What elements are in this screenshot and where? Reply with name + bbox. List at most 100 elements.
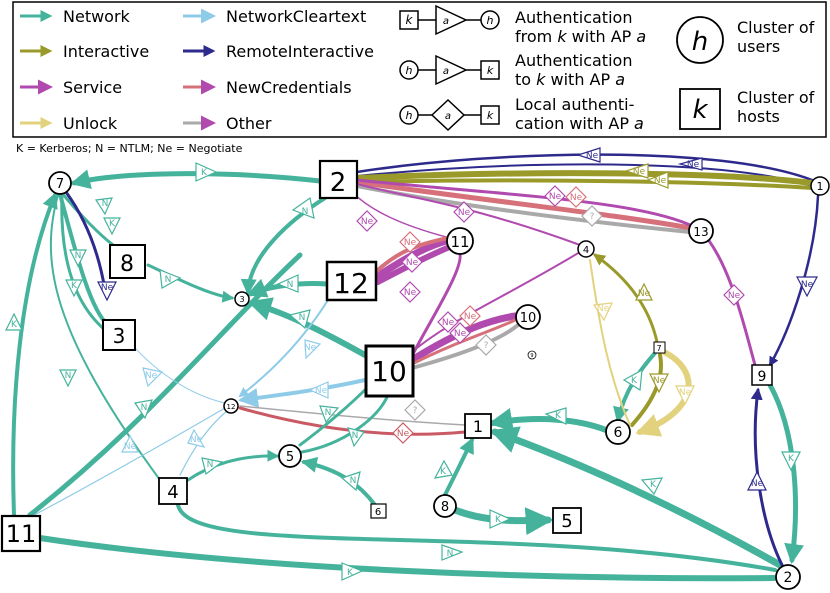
marker-newcred-negotiate: Ne	[565, 186, 587, 208]
marker-unlock-negotiate: Ne	[675, 385, 695, 406]
legend-label: NewCredentials	[226, 78, 352, 97]
svg-text:N: N	[302, 207, 309, 217]
host-node-11[interactable]: 11	[0, 514, 42, 553]
marker-network-ntlm: N	[276, 274, 299, 293]
marker-remote-negotiate: Ne	[576, 147, 601, 163]
host-node-2[interactable]: 2	[318, 159, 359, 200]
marker-remote-negotiate: Ne	[796, 276, 818, 298]
svg-text:9: 9	[758, 369, 767, 385]
svg-text:Ne: Ne	[361, 217, 374, 227]
marker-service-negotiate: Ne	[437, 311, 459, 333]
edge-newcredentials	[410, 318, 517, 366]
svg-text:5: 5	[561, 511, 572, 532]
marker-unlock-negotiate: Ne	[592, 302, 613, 322]
svg-text:Ne: Ne	[464, 312, 477, 322]
auth-protocol-triangle-icon	[435, 54, 468, 86]
svg-text:cation with AP a: cation with AP a	[515, 114, 644, 133]
svg-text:Ne: Ne	[570, 193, 583, 203]
host-node-5[interactable]: 5	[552, 507, 582, 534]
host-node-6[interactable]: 6	[370, 503, 387, 519]
host-node-9[interactable]: 9	[751, 364, 773, 386]
user-node-10[interactable]: 10	[515, 304, 541, 330]
svg-text:Ne: Ne	[304, 343, 317, 353]
edge-network	[300, 456, 377, 507]
marker-network-ntlm: N	[201, 457, 224, 476]
marker-network-ntlm: N	[340, 471, 361, 492]
svg-text:N: N	[299, 313, 306, 323]
svg-text:1: 1	[817, 180, 824, 193]
svg-text:Ne: Ne	[633, 167, 646, 177]
user-node-7[interactable]: 7	[48, 171, 72, 195]
svg-text:a: a	[443, 16, 449, 27]
host-node-8[interactable]: 8	[109, 244, 146, 279]
host-node-7[interactable]: 7	[653, 341, 666, 354]
marker-interactive-negotiate: Ne	[624, 163, 649, 179]
user-node-11[interactable]: 11	[446, 227, 474, 255]
svg-text:K: K	[788, 454, 795, 464]
legend-item-networkcleartext: NetworkCleartext	[183, 7, 366, 26]
svg-text:k: k	[406, 13, 414, 27]
marker-network-kerberos: K	[195, 162, 218, 182]
edge-network	[60, 191, 115, 247]
legend-item-interactive: Interactive	[20, 42, 149, 61]
svg-text:N: N	[75, 251, 82, 261]
svg-text:10: 10	[371, 355, 407, 388]
svg-text:K: K	[631, 376, 638, 386]
svg-text:K: K	[555, 411, 562, 421]
edge-service	[410, 248, 462, 358]
legend-glyph-to-host: h a k Authentication to k with AP a	[399, 51, 632, 89]
svg-text:N: N	[65, 371, 72, 381]
svg-text:Ne: Ne	[654, 176, 667, 186]
svg-text:h: h	[406, 64, 413, 77]
marker-network-ntlm: N	[441, 544, 464, 561]
svg-text:Cluster of: Cluster of	[737, 18, 815, 37]
user-node-9[interactable]: 9	[527, 350, 537, 360]
user-node-13[interactable]: 13	[688, 218, 714, 244]
legend-glyph-local: h a k Local authenti- cation with AP a	[399, 95, 644, 133]
legend-label: Unlock	[63, 114, 118, 133]
user-node-4[interactable]: 4	[577, 240, 595, 258]
legend-label: NetworkCleartext	[226, 7, 366, 26]
legend-label: Service	[63, 78, 122, 97]
svg-text:N: N	[447, 549, 454, 559]
marker-other-unknown: ?	[475, 334, 497, 356]
host-node-3[interactable]: 3	[102, 319, 136, 351]
svg-text:N: N	[165, 275, 172, 285]
legend-glyph-from-host: k a h Authentication from k with AP a	[399, 4, 646, 46]
user-node-8[interactable]: 8	[433, 494, 457, 518]
marker-cleartext-negotiate: Ne	[142, 367, 164, 388]
host-node-10[interactable]: 10	[364, 344, 415, 398]
user-node-1[interactable]: 1	[810, 176, 830, 196]
user-node-3[interactable]: 3	[234, 291, 250, 307]
marker-network-ntlm: N	[291, 196, 315, 219]
svg-text:11: 11	[6, 520, 37, 548]
host-node-1[interactable]: 1	[464, 413, 492, 439]
svg-text:6: 6	[614, 425, 623, 441]
user-node-2[interactable]: 2	[775, 564, 801, 590]
marker-interactive-negotiate: Ne	[635, 282, 653, 301]
marker-cleartext-negotiate: Ne	[304, 339, 322, 360]
edge-network	[443, 437, 474, 497]
marker-network-kerberos: K	[65, 279, 83, 298]
svg-text:8: 8	[441, 500, 449, 515]
svg-text:Authentication: Authentication	[515, 8, 632, 27]
host-node-12[interactable]: 12	[325, 260, 378, 302]
svg-text:K: K	[495, 515, 502, 525]
svg-text:Ne: Ne	[397, 429, 410, 439]
host-node-4[interactable]: 4	[158, 477, 188, 505]
svg-text:Ne: Ne	[101, 283, 114, 293]
user-node-12[interactable]: 12	[223, 398, 239, 414]
legend-item-unlock: Unlock	[20, 114, 118, 133]
svg-text:3: 3	[113, 324, 126, 348]
marker-service-negotiate: Ne	[453, 201, 475, 223]
user-node-5[interactable]: 5	[278, 444, 302, 468]
user-node-6[interactable]: 6	[605, 419, 631, 445]
legend-item-network: Network	[20, 7, 131, 26]
nodes: 2 8 3 12 10 7 9 1	[0, 159, 830, 590]
svg-text:8: 8	[120, 252, 134, 277]
edge-network	[300, 388, 392, 454]
marker-network-kerberos: K	[341, 562, 364, 581]
svg-text:2: 2	[330, 168, 347, 198]
svg-text:K: K	[109, 219, 116, 229]
